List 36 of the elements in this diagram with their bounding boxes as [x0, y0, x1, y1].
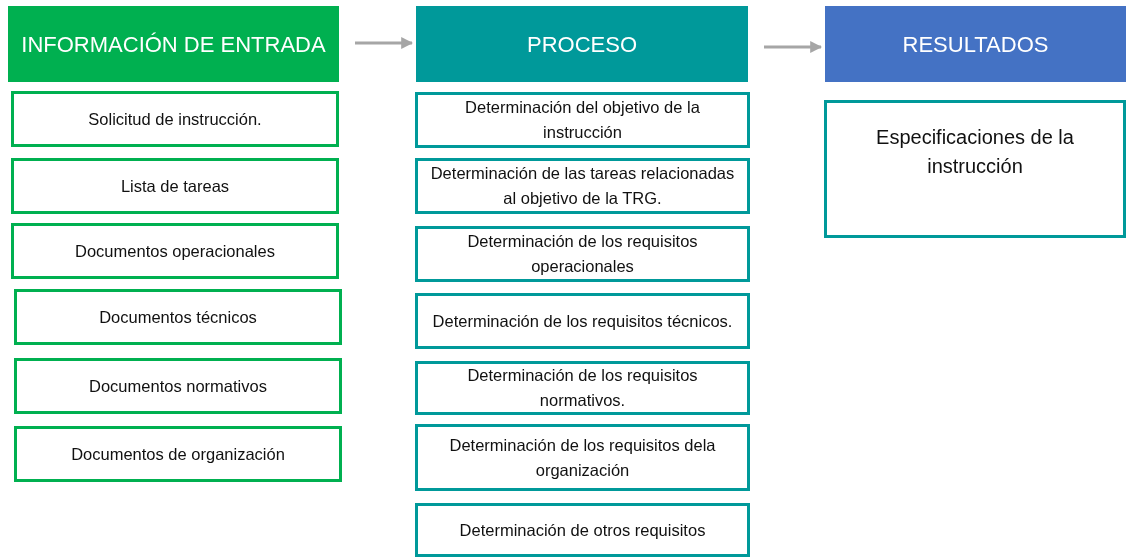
process-box: [14, 358, 342, 414]
arrow: [355, 37, 414, 49]
box-text: Documentos de organización: [71, 443, 285, 465]
box-text: Especificaciones de la instrucción: [875, 125, 1075, 179]
process-box: [415, 158, 750, 214]
box-text: Determinación de los requisitos operacionales: [466, 231, 699, 277]
box-text: Determinación de los requisitos técnicos.: [432, 310, 733, 332]
arrow: [764, 41, 823, 53]
process-box: [415, 226, 750, 282]
process-box: [415, 293, 750, 349]
box-text: Determinación del objetivo de la instrucción: [464, 97, 701, 143]
process-box: [415, 424, 750, 491]
box-text: RESULTADOS: [902, 30, 1049, 58]
process-box: [11, 91, 339, 147]
box-text: Determinación de las tareas relacionadas al objetivo de la TRG.: [429, 163, 736, 209]
process-box: [14, 289, 342, 345]
box-text: Documentos técnicos: [99, 306, 257, 328]
box-text: Determinación de los requisitos normativos.: [466, 365, 699, 411]
process-box: [14, 426, 342, 482]
header-box: [825, 6, 1126, 82]
process-box: [415, 503, 750, 557]
box-text: Lista de tareas: [120, 175, 230, 197]
header-box: [416, 6, 748, 82]
process-box: [415, 361, 750, 415]
box-text: Determinación de los requisitos dela organización: [448, 434, 717, 481]
box-text: INFORMACIÓN DE ENTRADA: [21, 30, 326, 58]
process-box: [415, 92, 750, 148]
box-text: PROCESO: [527, 30, 637, 58]
process-box: [11, 223, 339, 279]
process-box: [824, 100, 1126, 238]
box-text: Documentos operacionales: [75, 240, 275, 262]
box-text: Solicitud de instrucción.: [88, 108, 262, 130]
box-text: Determinación de otros requisitos: [459, 519, 706, 541]
box-text: Documentos normativos: [89, 375, 267, 397]
header-box: [8, 6, 339, 82]
process-box: [11, 158, 339, 214]
